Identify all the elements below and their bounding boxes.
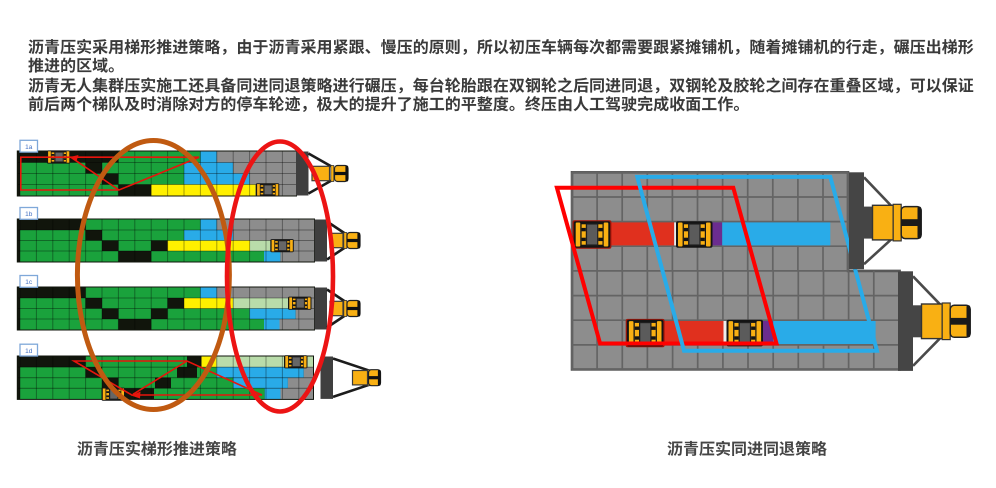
svg-text:1d: 1d bbox=[25, 348, 33, 355]
svg-text:1c: 1c bbox=[25, 279, 33, 286]
svg-text:1a: 1a bbox=[25, 144, 33, 151]
svg-text:1b: 1b bbox=[25, 211, 33, 218]
